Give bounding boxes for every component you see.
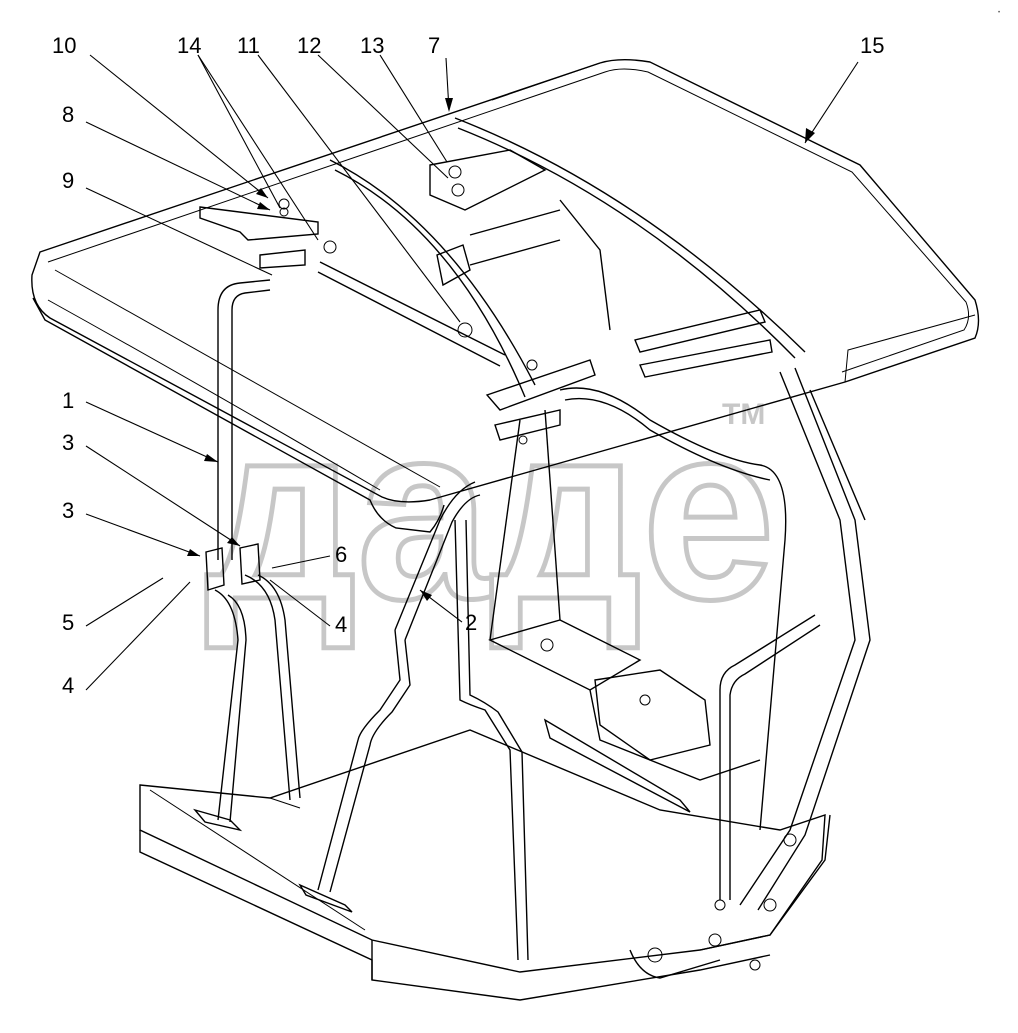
roof-canopy: [31, 59, 980, 533]
callout-labels: 10 14 11 12 13 7 15 8 9 1 3 3 5 4 6 4 2: [52, 33, 884, 698]
callout-4-left: 4: [62, 673, 74, 698]
callout-10: 10: [52, 33, 76, 58]
bracket-left: [199, 206, 319, 241]
corner-mark: •: [998, 10, 1000, 16]
leader-lines: [85, 54, 859, 691]
bracket-front-lower: [494, 409, 561, 441]
bracket-12: [429, 149, 547, 211]
callout-1: 1: [62, 388, 74, 413]
cab-frame: [205, 199, 871, 961]
callout-15: 15: [860, 33, 884, 58]
callout-12: 12: [297, 33, 321, 58]
callout-6: 6: [335, 542, 347, 567]
bracket-front: [485, 359, 596, 411]
callout-9: 9: [62, 168, 74, 193]
callout-4-right: 4: [335, 612, 347, 637]
floor-platform: [139, 729, 831, 1001]
callout-8: 8: [62, 102, 74, 127]
bracket-right-lower: [639, 339, 773, 378]
roof-straps: [317, 117, 806, 398]
bracket-9: [259, 249, 306, 269]
clamp-right: [239, 543, 261, 585]
callout-5: 5: [62, 610, 74, 635]
callout-11: 11: [237, 33, 260, 58]
leader-arrowheads: [187, 98, 815, 601]
watermark-text: даде: [205, 372, 775, 651]
callout-2: 2: [465, 610, 477, 635]
roof-brackets: [199, 149, 773, 445]
clamp-left: [205, 547, 225, 591]
seat-mount: [488, 619, 761, 813]
callout-3-lower: 3: [62, 498, 74, 523]
callout-3-upper: 3: [62, 430, 74, 455]
bracket-right: [634, 309, 766, 353]
bracket-13: [436, 244, 471, 287]
watermark: даде TM: [203, 370, 778, 654]
callout-13: 13: [360, 33, 384, 58]
callout-7: 7: [428, 33, 440, 58]
callout-14: 14: [177, 33, 201, 58]
